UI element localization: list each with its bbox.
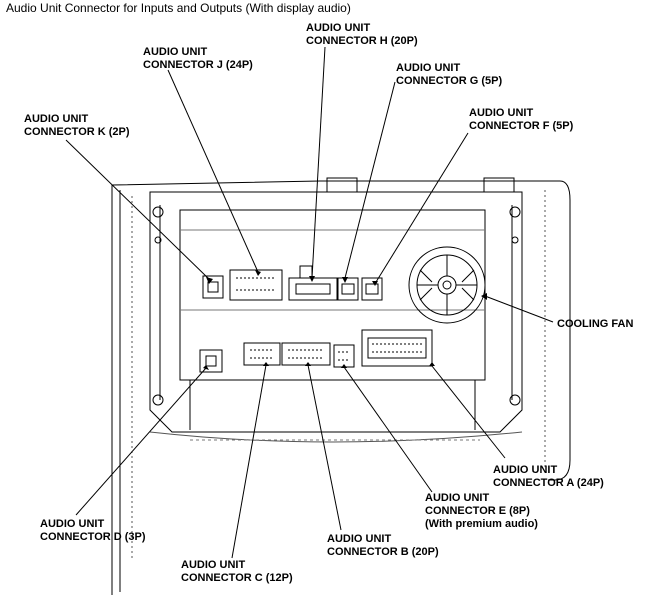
label-connector-d-line1: AUDIO UNIT — [40, 518, 105, 530]
label-connector-g-line1: AUDIO UNIT — [396, 62, 461, 74]
label-connector-g-line2: CONNECTOR G (5P) — [396, 75, 503, 87]
connector-k — [202, 275, 224, 299]
label-connector-a-line2: CONNECTOR A (24P) — [493, 477, 604, 489]
label-connector-j-line2: CONNECTOR J (24P) — [143, 59, 253, 71]
audio-unit-body — [179, 209, 486, 381]
label-connector-k-line2: CONNECTOR K (2P) — [24, 126, 130, 138]
label-cooling-fan-line1: COOLING FAN — [557, 318, 634, 330]
label-connector-h-line1: AUDIO UNIT — [306, 22, 371, 34]
cooling-fan — [408, 246, 486, 324]
label-connector-e: AUDIO UNIT CONNECTOR E (8P) (With premiu… — [425, 492, 538, 531]
connector-e — [333, 344, 355, 368]
label-connector-e-line3: (With premium audio) — [425, 518, 538, 530]
connector-j — [229, 269, 283, 301]
label-connector-f-line1: AUDIO UNIT — [469, 107, 534, 119]
connector-f — [361, 277, 383, 301]
mounting-bracket — [149, 191, 523, 433]
label-connector-h-line2: CONNECTOR H (20P) — [306, 35, 418, 47]
label-connector-b: AUDIO UNIT CONNECTOR B (20P) — [327, 533, 439, 559]
label-connector-d-line2: CONNECTOR D (3P) — [40, 531, 146, 543]
label-connector-f-line2: CONNECTOR F (5P) — [469, 120, 574, 132]
label-connector-c-line1: AUDIO UNIT — [181, 559, 246, 571]
label-connector-g: AUDIO UNIT CONNECTOR G (5P) — [396, 62, 502, 88]
label-connector-b-line2: CONNECTOR B (20P) — [327, 546, 439, 558]
label-connector-k-line1: AUDIO UNIT — [24, 113, 89, 125]
label-connector-d: AUDIO UNIT CONNECTOR D (3P) — [40, 518, 146, 544]
label-connector-k: AUDIO UNIT CONNECTOR K (2P) — [24, 113, 130, 139]
label-connector-c: AUDIO UNIT CONNECTOR C (12P) — [181, 559, 293, 585]
diagram-title: Audio Unit Connector for Inputs and Outp… — [6, 1, 351, 15]
label-connector-j-line1: AUDIO UNIT — [143, 46, 208, 58]
label-connector-b-line1: AUDIO UNIT — [327, 533, 392, 545]
label-connector-e-line1: AUDIO UNIT — [425, 492, 490, 504]
label-cooling-fan: COOLING FAN — [557, 318, 633, 331]
label-connector-f: AUDIO UNIT CONNECTOR F (5P) — [469, 107, 573, 133]
connector-b — [281, 342, 331, 366]
connector-d — [199, 349, 223, 373]
outer-bezel — [111, 180, 571, 595]
connector-g — [337, 277, 359, 301]
label-connector-c-line2: CONNECTOR C (12P) — [181, 572, 293, 584]
connector-a — [361, 329, 433, 367]
label-connector-a-line1: AUDIO UNIT — [493, 464, 558, 476]
label-connector-e-line2: CONNECTOR E (8P) — [425, 505, 530, 517]
connector-c — [243, 342, 281, 366]
label-connector-a: AUDIO UNIT CONNECTOR A (24P) — [493, 464, 604, 490]
label-connector-h: AUDIO UNIT CONNECTOR H (20P) — [306, 22, 418, 48]
label-connector-j: AUDIO UNIT CONNECTOR J (24P) — [143, 46, 253, 72]
